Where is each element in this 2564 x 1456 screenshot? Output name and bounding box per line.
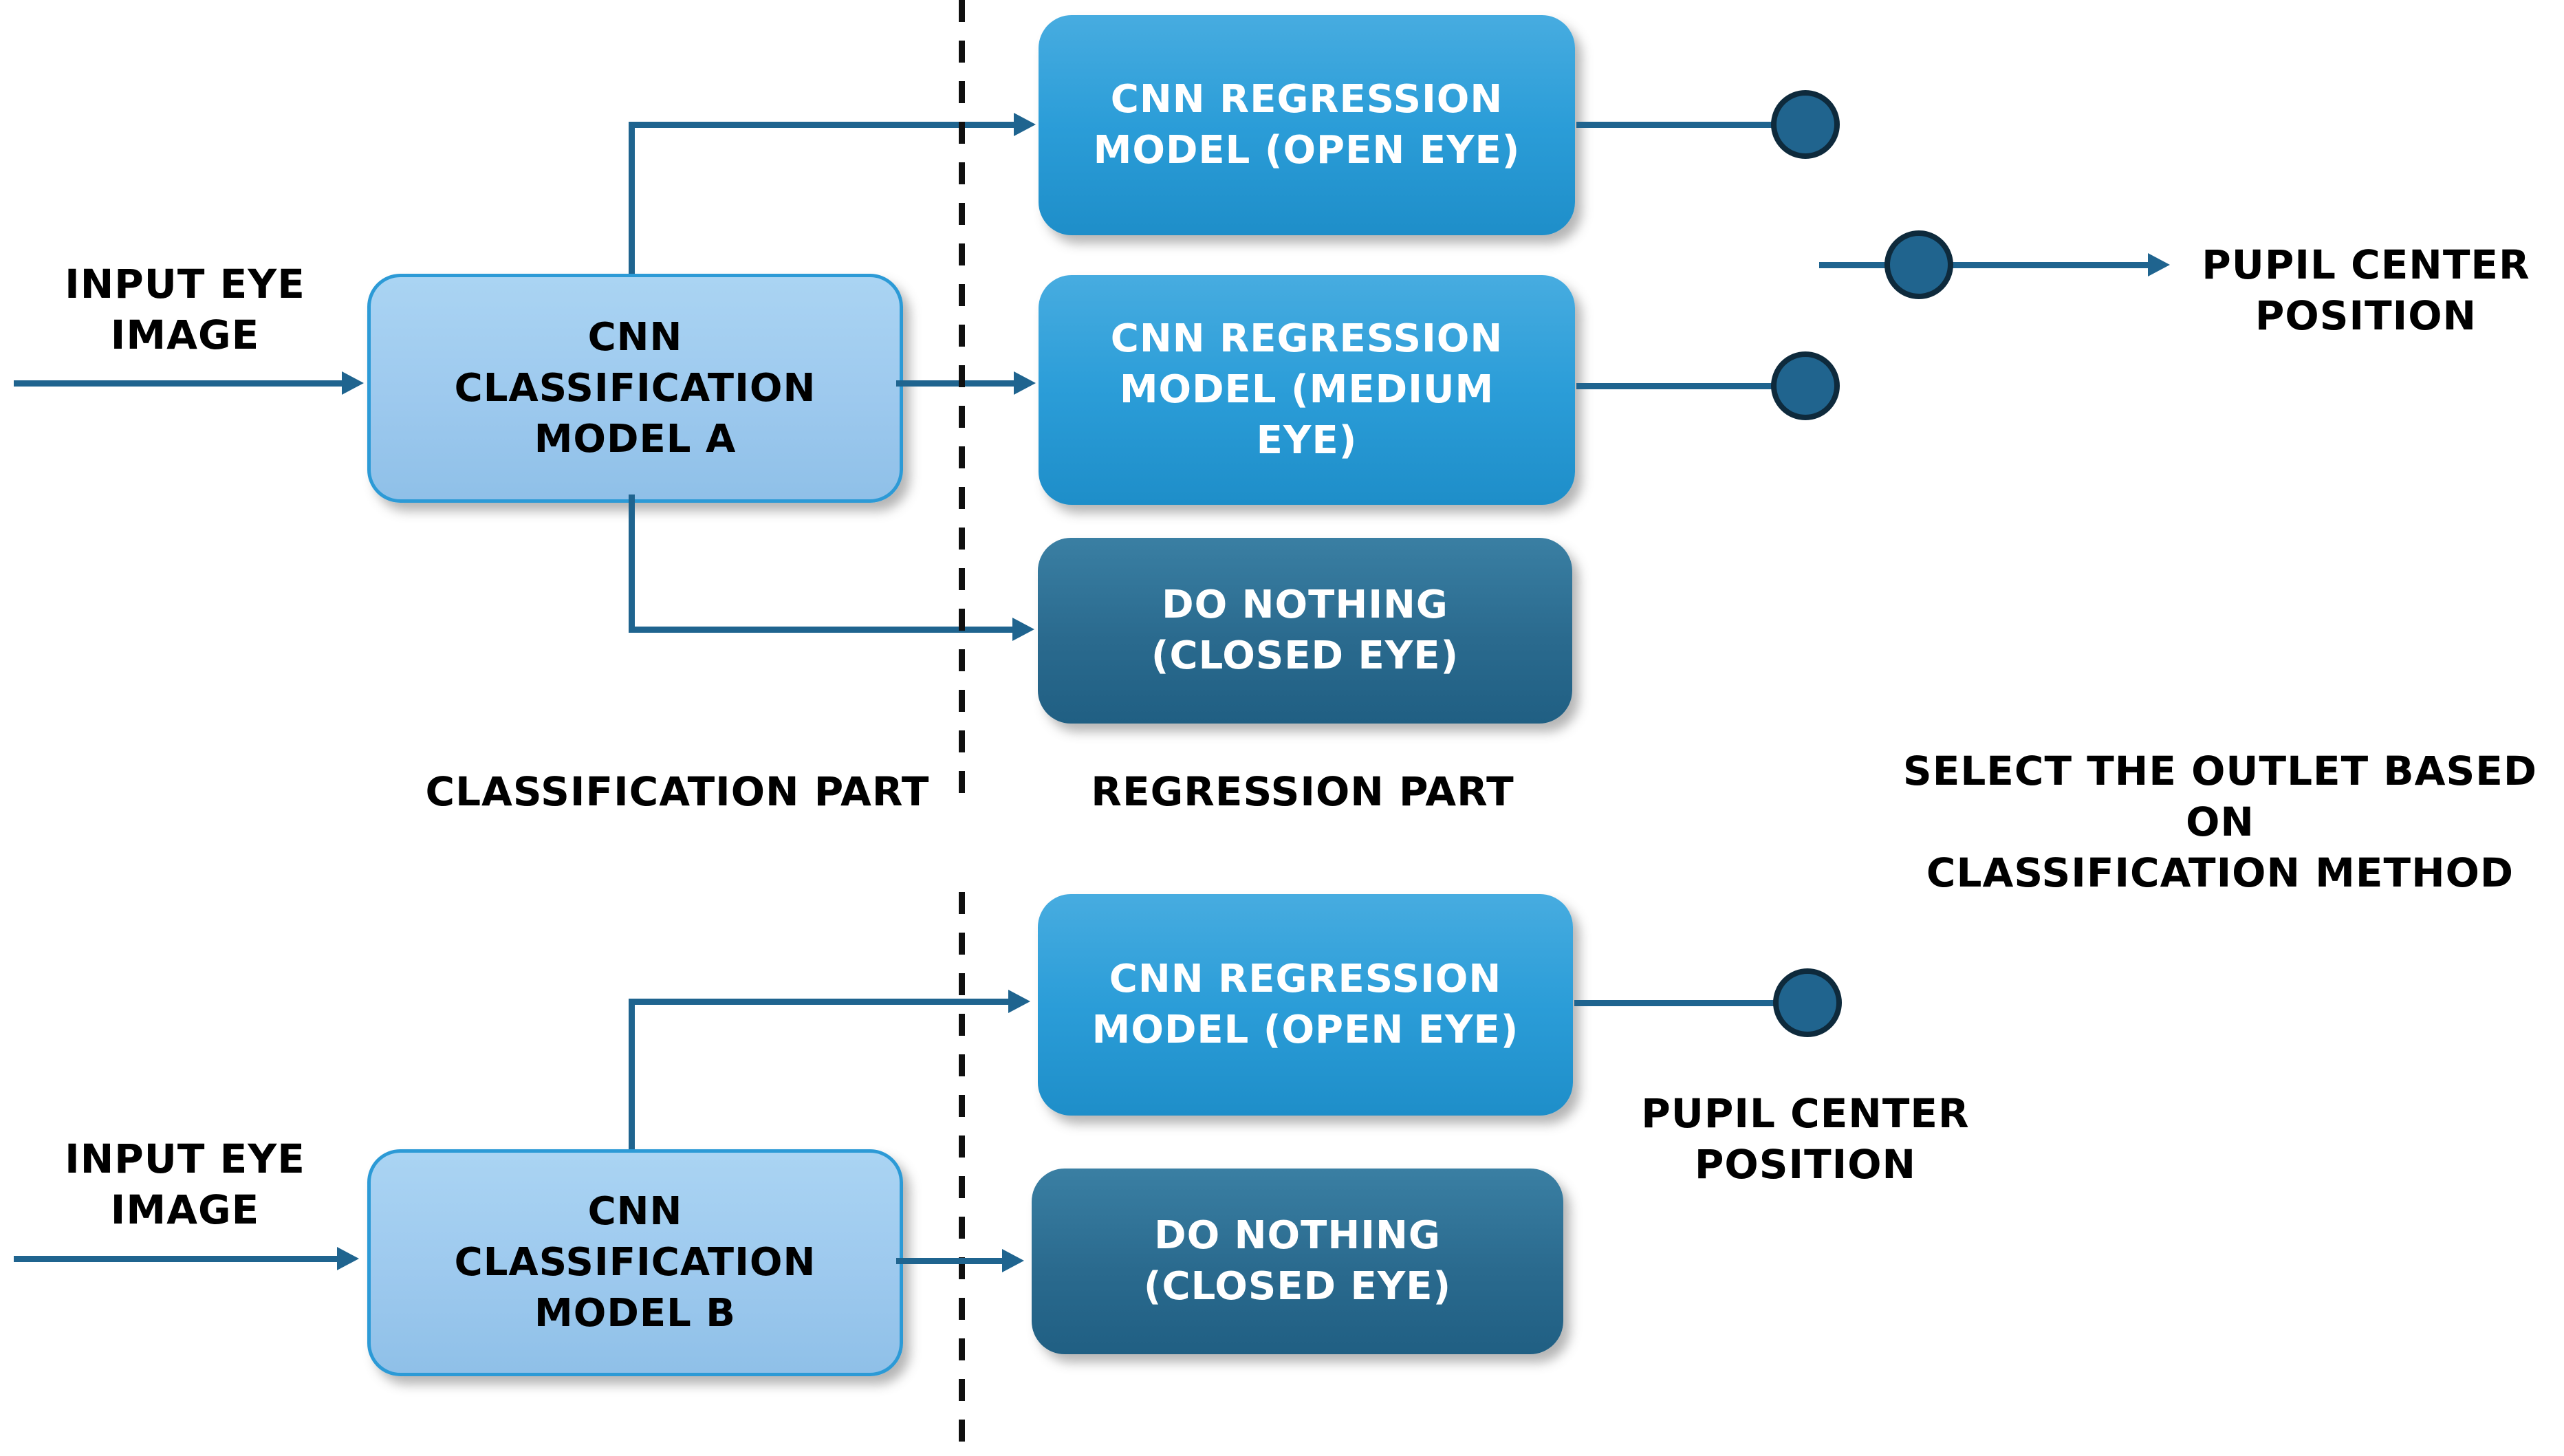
input-eye-image-label-bottom-line2: IMAGE xyxy=(110,1186,260,1233)
regr-medium-line2: MODEL (MEDIUM xyxy=(1119,367,1495,412)
branch-a-open-vertical-line xyxy=(629,122,635,274)
model-a-line3: MODEL A xyxy=(534,416,737,461)
pupil-center-position-label-bottom: PUPIL CENTER POSITION xyxy=(1599,1088,2012,1190)
cnn-regression-open-eye-box-top: CNN REGRESSION MODEL (OPEN EYE) xyxy=(1039,15,1575,235)
donothing-bottom-line2: (CLOSED EYE) xyxy=(1143,1264,1452,1309)
pupil-center-position-label-top: PUPIL CENTER POSITION xyxy=(2173,239,2558,341)
model-b-line3: MODEL B xyxy=(534,1291,736,1336)
branch-b-open-vertical-line xyxy=(629,999,635,1149)
regression-part-label: REGRESSION PART xyxy=(1091,768,1514,815)
selected-output-arrowhead-icon xyxy=(2148,253,2170,276)
pupil-bottom-line1: PUPIL CENTER xyxy=(1641,1090,1970,1137)
select-outlet-label: SELECT THE OUTLET BASED ON CLASSIFICATIO… xyxy=(1876,746,2564,898)
input-arrowhead-icon-bottom xyxy=(337,1247,359,1270)
regr-medium-line1: CNN REGRESSION xyxy=(1110,316,1503,361)
regr-open-top-line1: CNN REGRESSION xyxy=(1110,77,1503,122)
pupil-top-line2: POSITION xyxy=(2255,292,2477,339)
branch-b-donothing-line xyxy=(896,1258,1002,1264)
regr-open-bottom-line1: CNN REGRESSION xyxy=(1109,957,1502,1001)
select-outlet-line1: SELECT THE OUTLET BASED ON xyxy=(1902,748,2538,845)
input-eye-image-label-top-line2: IMAGE xyxy=(110,312,260,358)
selected-output-line xyxy=(1819,262,2148,268)
medium-eye-outlet-line xyxy=(1576,383,1777,389)
regr-open-bottom-line2: MODEL (OPEN EYE) xyxy=(1091,1008,1519,1052)
donothing-top-line2: (CLOSED EYE) xyxy=(1151,633,1459,678)
input-arrow-line-bottom xyxy=(14,1256,337,1262)
input-eye-image-label-top-line1: INPUT EYE xyxy=(65,261,305,307)
input-arrow-line-top xyxy=(14,380,342,387)
branch-a-donothing-vertical-line xyxy=(629,495,635,629)
cnn-classification-model-b-box: CNN CLASSIFICATION MODEL B xyxy=(367,1149,903,1376)
regr-medium-line3: EYE) xyxy=(1256,418,1358,463)
open-eye-outlet-circle-bottom xyxy=(1773,968,1842,1037)
classification-part-label: CLASSIFICATION PART xyxy=(425,768,930,815)
branch-a-open-arrowhead-icon xyxy=(1014,113,1036,136)
branch-a-donothing-arrowhead-icon xyxy=(1012,618,1034,641)
branch-a-open-horizontal-line xyxy=(629,122,1014,128)
donothing-bottom-line1: DO NOTHING xyxy=(1154,1213,1441,1258)
branch-b-donothing-arrowhead-icon xyxy=(1002,1249,1024,1272)
branch-b-open-arrowhead-icon xyxy=(1008,990,1030,1013)
branch-a-donothing-horizontal-line xyxy=(629,627,1012,633)
model-a-line2: CLASSIFICATION xyxy=(454,365,816,411)
select-outlet-line2: CLASSIFICATION METHOD xyxy=(1926,849,2514,896)
branch-b-open-horizontal-line xyxy=(629,999,1008,1005)
model-a-line1: CNN xyxy=(587,314,683,360)
cnn-regression-open-eye-box-bottom: CNN REGRESSION MODEL (OPEN EYE) xyxy=(1038,894,1573,1116)
open-eye-outlet-line-top xyxy=(1576,122,1777,128)
regr-open-top-line2: MODEL (OPEN EYE) xyxy=(1093,128,1521,173)
medium-eye-outlet-circle xyxy=(1771,351,1840,420)
dashed-separator-bottom xyxy=(959,892,965,1456)
cnn-regression-medium-eye-box: CNN REGRESSION MODEL (MEDIUM EYE) xyxy=(1039,275,1575,505)
model-b-line1: CNN xyxy=(587,1189,683,1234)
pupil-bottom-line2: POSITION xyxy=(1694,1141,1917,1188)
do-nothing-closed-eye-box-top: DO NOTHING (CLOSED EYE) xyxy=(1038,538,1572,724)
pupil-top-line1: PUPIL CENTER xyxy=(2202,241,2530,288)
selected-output-circle xyxy=(1884,230,1953,299)
input-eye-image-label-top: INPUT EYE IMAGE xyxy=(47,259,323,360)
branch-a-medium-arrowhead-icon xyxy=(1014,371,1036,395)
input-eye-image-label-bottom-line1: INPUT EYE xyxy=(65,1136,305,1182)
model-b-line2: CLASSIFICATION xyxy=(454,1240,816,1285)
do-nothing-closed-eye-box-bottom: DO NOTHING (CLOSED EYE) xyxy=(1032,1169,1563,1354)
open-eye-outlet-line-bottom xyxy=(1574,1000,1777,1006)
dashed-separator-top xyxy=(959,0,965,806)
input-eye-image-label-bottom: INPUT EYE IMAGE xyxy=(47,1133,323,1235)
donothing-top-line1: DO NOTHING xyxy=(1162,583,1448,627)
cnn-classification-model-a-box: CNN CLASSIFICATION MODEL A xyxy=(367,274,903,503)
input-arrowhead-icon-top xyxy=(342,371,364,395)
open-eye-outlet-circle-top xyxy=(1771,90,1840,159)
branch-a-medium-line xyxy=(896,380,1014,387)
